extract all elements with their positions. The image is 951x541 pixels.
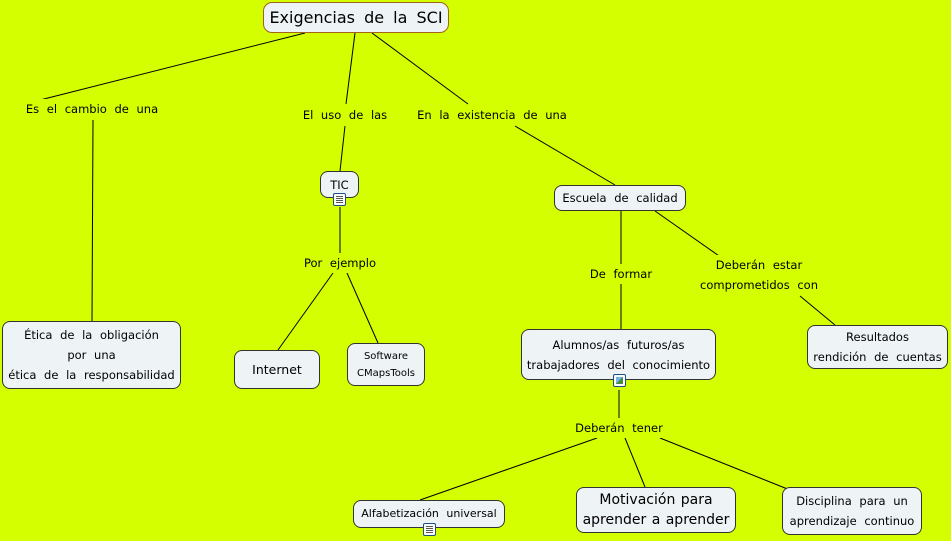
concept-internet[interactable]: Internet: [234, 350, 320, 389]
line-tener-disciplina: [659, 437, 791, 491]
concept-escuela[interactable]: Escuela de calidad: [554, 185, 686, 211]
concept-disciplina[interactable]: Disciplina para un aprendizaje continuo: [782, 487, 922, 535]
motivacion-line2: aprender a aprender: [582, 512, 730, 528]
software-line1: Software: [363, 350, 409, 362]
document-icon[interactable]: [423, 523, 436, 536]
line-escuela-comprometidos: [654, 210, 723, 259]
concept-etica[interactable]: Ética de la obligación por una ética de …: [2, 321, 181, 389]
link-tener[interactable]: Deberán tener: [575, 418, 663, 438]
etica-line1: Ética de la obligación: [24, 328, 159, 342]
link-cambio[interactable]: Es el cambio de una: [25, 99, 159, 119]
line-ejemplo-software: [346, 272, 379, 344]
document-icon[interactable]: [333, 193, 346, 206]
link-formar[interactable]: De formar: [589, 264, 653, 284]
image-icon[interactable]: [613, 374, 626, 387]
line-cambio-etica: [91, 119, 94, 322]
line-ejemplo-internet: [277, 272, 334, 351]
link-uso[interactable]: El uso de las: [302, 105, 388, 125]
concept-alumnos[interactable]: Alumnos/as futuros/as trabajadores del c…: [521, 329, 716, 380]
link-comprometidos-line1: Deberán estar: [715, 258, 803, 272]
line-title-existencia: [371, 32, 469, 105]
line-tener-alfabetizacion: [419, 437, 598, 501]
concept-resultados[interactable]: Resultados rendición de cuentas: [807, 325, 948, 369]
line-comprometidos-resultados: [799, 295, 836, 326]
link-comprometidos-line2: comprometidos con: [700, 278, 818, 292]
resultados-line1: Resultados: [846, 330, 909, 344]
concept-title[interactable]: Exigencias de la SCI: [263, 2, 449, 33]
etica-line2: por una: [67, 348, 116, 362]
line-title-uso: [345, 32, 356, 105]
disciplina-line1: Disciplina para un: [796, 494, 908, 508]
line-title-cambio: [39, 32, 306, 101]
software-line2: CMapsTools: [357, 367, 415, 379]
concept-software[interactable]: Software CMapsTools: [347, 343, 425, 386]
alumnos-line2: trabajadores del conocimiento: [526, 357, 711, 372]
alumnos-line1: Alumnos/as futuros/as: [552, 337, 685, 352]
concept-motivacion[interactable]: Motivación para aprender a aprender: [576, 487, 736, 533]
resultados-line2: rendición de cuentas: [813, 350, 942, 364]
line-tener-motivacion: [624, 437, 646, 488]
etica-line3: ética de la responsabilidad: [8, 368, 175, 382]
disciplina-line2: aprendizaje continuo: [789, 514, 915, 528]
link-comprometidos[interactable]: Deberán estar comprometidos con: [700, 255, 818, 295]
link-existencia[interactable]: En la existencia de una: [417, 105, 567, 125]
link-ejemplo[interactable]: Por ejemplo: [303, 253, 377, 273]
line-existencia-escuela: [514, 125, 616, 186]
line-uso-tic: [339, 125, 346, 172]
motivacion-line1: Motivación para: [599, 492, 713, 508]
